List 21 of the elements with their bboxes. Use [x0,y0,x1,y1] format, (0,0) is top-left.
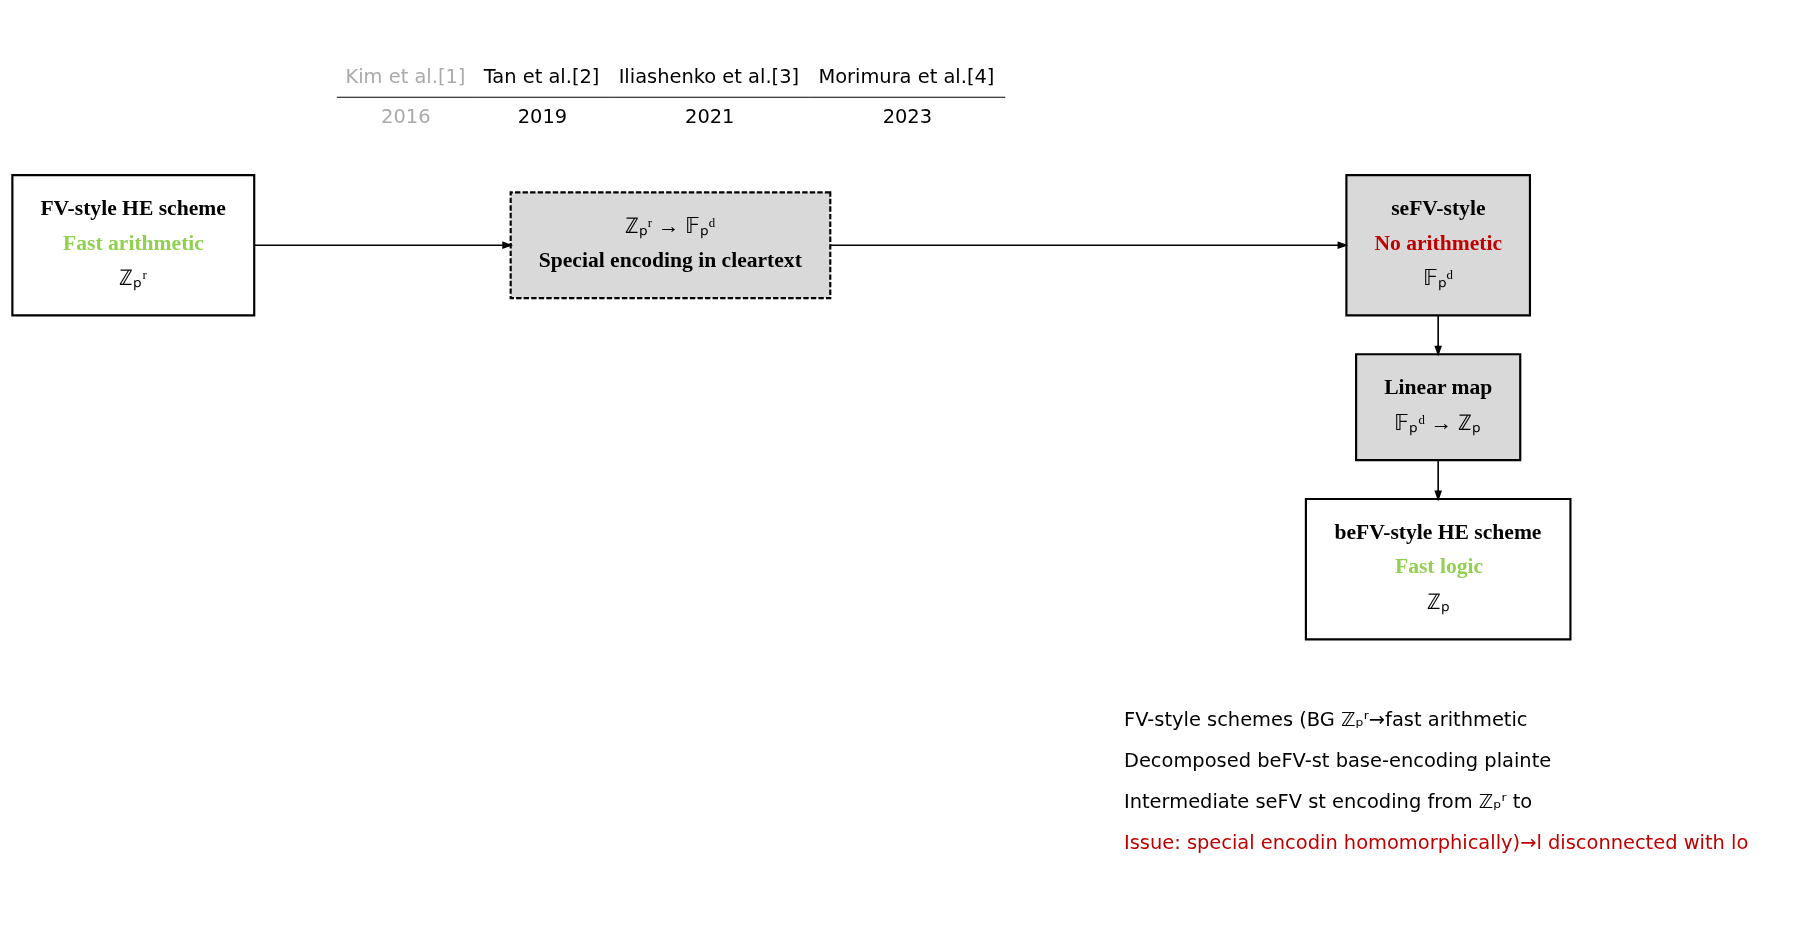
arrow [1434,315,1442,357]
node-box: ℤₚʳ → 𝔽ₚᵈ Special encoding in cleartext [509,191,832,300]
node-box: seFV-style No arithmetic 𝔽ₚᵈ [1345,173,1532,317]
arrow [1434,459,1442,502]
label: FV-style schemes (BG ℤₚʳ→fast arithmetic [1123,708,1528,732]
label: Decomposed beFV-st base-encoding plainte [1123,749,1552,773]
label: Kim et al.[1] [345,64,466,88]
arrow [829,241,1349,250]
label: Iliashenko et al.[3] [618,64,800,88]
label: 2019 [517,104,568,128]
label: Intermediate seFV st encoding from ℤₚʳ to [1123,790,1533,814]
label: 2016 [381,104,431,128]
arrow [253,241,514,250]
node-box: Linear map 𝔽ₚᵈ → ℤₚ [1355,353,1522,462]
node-box: beFV-style HE scheme Fast logic ℤₚ [1304,497,1572,641]
label: Morimura et al.[4] [818,64,995,88]
node-box: FV-style HE scheme Fast arithmetic ℤₚʳ [11,173,256,317]
label: 2023 [882,104,933,128]
label: Tan et al.[2] [483,64,600,88]
label: Issue: special encodin homomorphically)→l disconnected with lo [1123,831,1749,855]
label: 2021 [685,104,735,128]
